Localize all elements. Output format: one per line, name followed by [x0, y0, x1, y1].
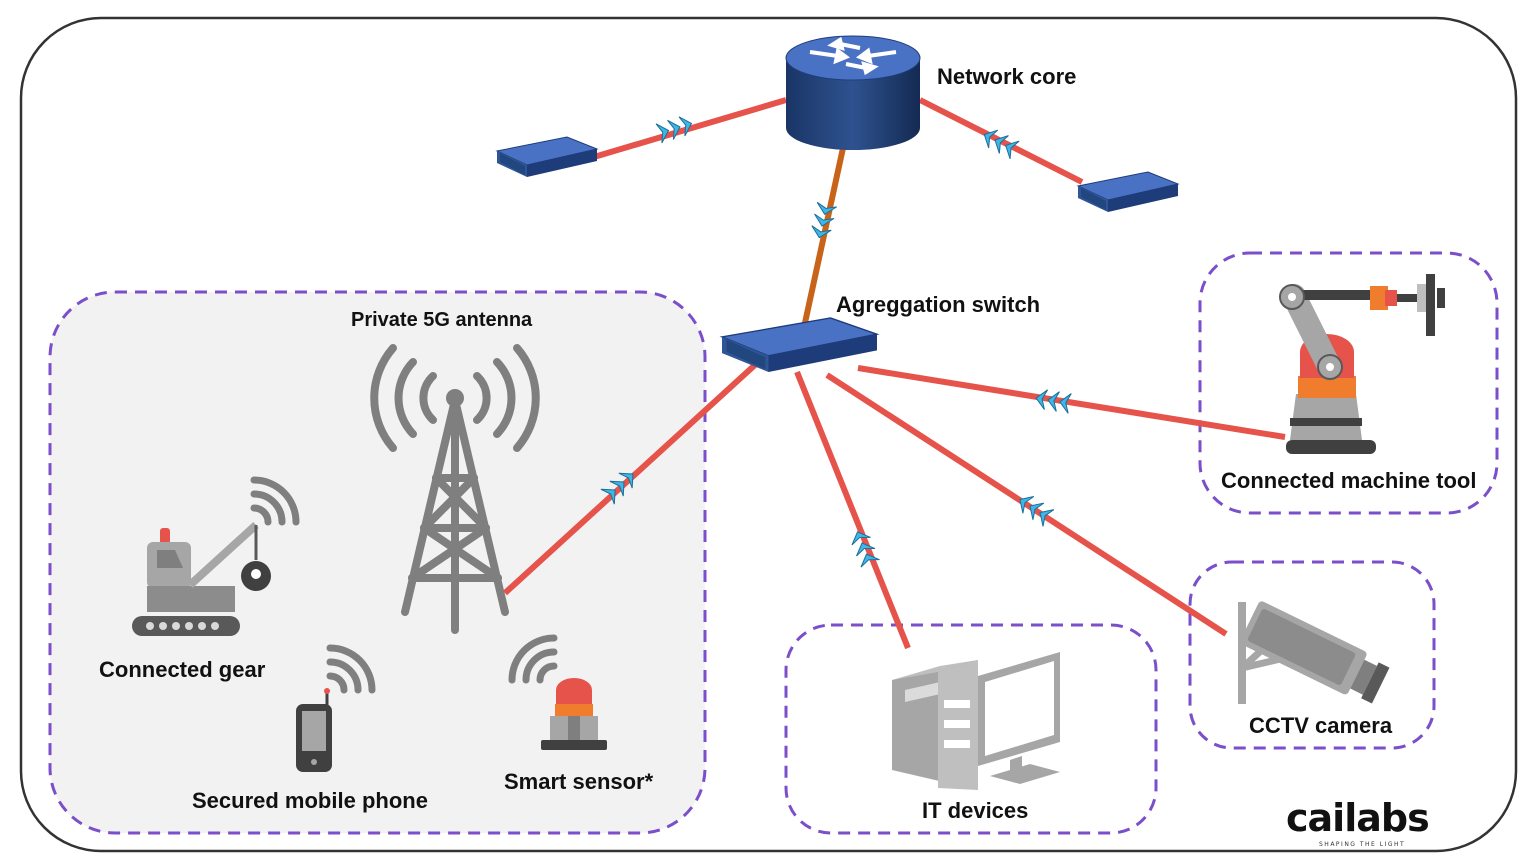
router-icon — [785, 35, 921, 150]
uplink-fiber — [800, 147, 846, 333]
fiber-links — [502, 97, 1286, 650]
cctv-group-box — [1188, 560, 1436, 750]
aggregation-switch-label: Agreggation switch — [836, 292, 1041, 317]
private-5g-group-box — [48, 290, 707, 835]
it-devices-label: IT devices — [922, 798, 1029, 823]
cctv-camera-icon — [1238, 601, 1390, 704]
robot-arm-icon — [1279, 274, 1445, 454]
machine-tool-group-box — [1198, 251, 1499, 515]
connected-machine-tool-label: Connected machine tool — [1221, 468, 1477, 493]
cailabs-logo: cailabs — [1286, 796, 1430, 840]
crane-icon — [132, 522, 271, 636]
smart-sensor-label: Smart sensor* — [504, 769, 654, 794]
desktop-computer-icon — [892, 652, 1060, 790]
beacon-sensor-icon — [541, 678, 607, 750]
cctv-camera-label: CCTV camera — [1249, 713, 1393, 738]
private-5g-antenna-label: Private 5G antenna — [351, 309, 533, 331]
it-devices-group-box — [784, 623, 1158, 835]
secured-mobile-phone-label: Secured mobile phone — [192, 788, 428, 813]
network-core-label: Network core — [937, 64, 1077, 89]
mobile-phone-icon — [296, 688, 332, 772]
antenna-tower-icon — [370, 344, 540, 634]
cailabs-tagline: SHAPING THE LIGHT — [1319, 841, 1406, 848]
connected-gear-label: Connected gear — [99, 657, 266, 682]
